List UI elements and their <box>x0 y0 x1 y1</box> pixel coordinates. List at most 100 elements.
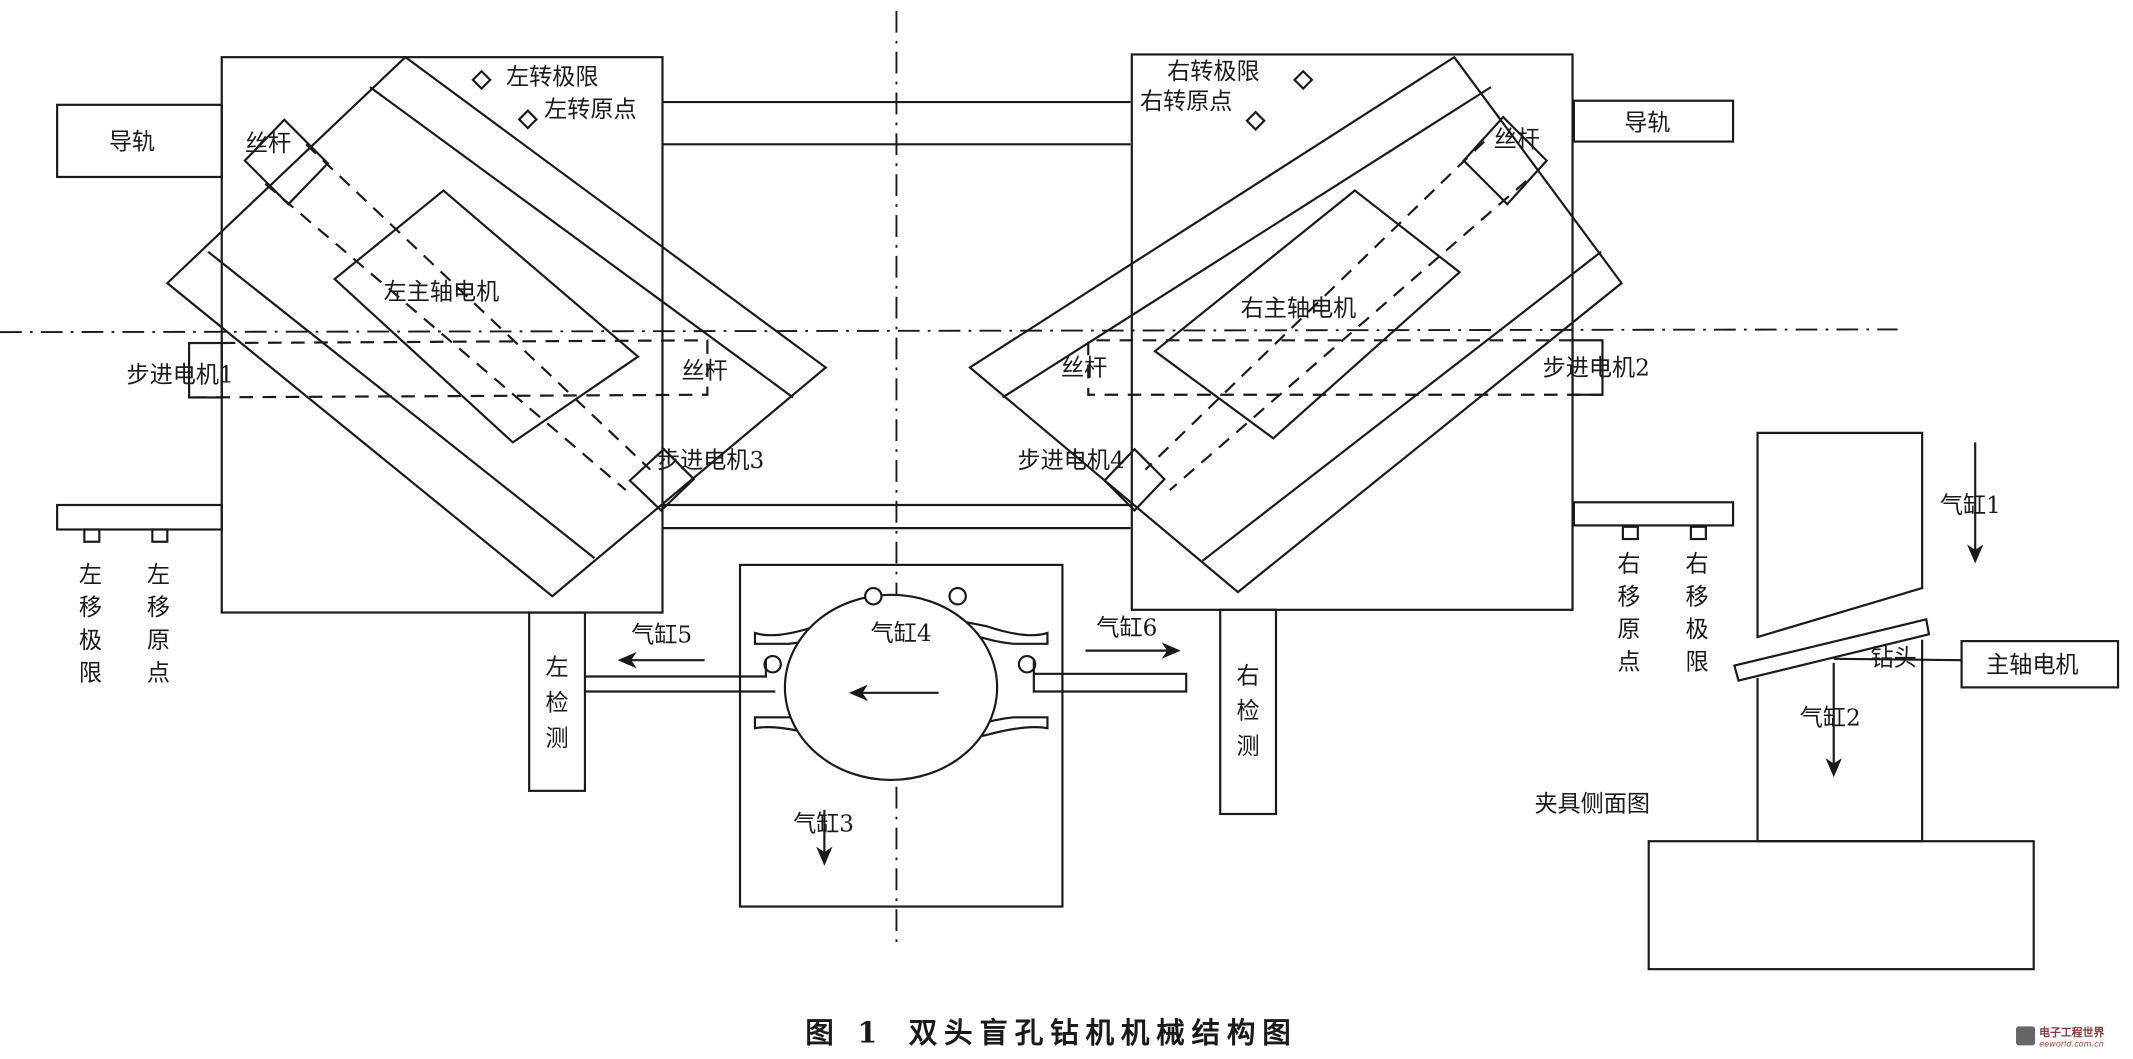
svg-text:检: 检 <box>1237 699 1260 725</box>
right-unit: 导轨 丝杆 右转极限 右转原点 右主轴电机 丝杆 步进电机2 步进电机4 右 移… <box>968 53 1735 816</box>
left-carriage-inner-edge-1 <box>207 250 596 559</box>
right-carriage-inner-edge-1 <box>1001 86 1492 399</box>
right-rotating-carriage <box>968 55 1624 594</box>
left-detector-label: 左 检 测 <box>545 655 568 752</box>
left-move-limit-sensor <box>83 528 101 543</box>
svg-text:移: 移 <box>1617 584 1640 610</box>
svg-text:限: 限 <box>1685 650 1708 676</box>
left-main-frame <box>220 56 664 614</box>
left-lead-screw-top-label: 丝杆 <box>245 131 291 157</box>
left-move-origin-sensor <box>151 528 169 543</box>
right-move-origin-label: 右 移 原 点 <box>1617 552 1640 676</box>
left-stepper-motor-1-axis <box>189 339 709 399</box>
left-stepper-motor-1-label: 步进电机1 <box>127 362 234 388</box>
left-stepper-motor-3-label: 步进电机3 <box>657 448 764 474</box>
left-spindle-motor-box <box>332 189 640 444</box>
cylinder-6-arrow <box>1085 642 1181 659</box>
right-stepper-motor-2-housing <box>1571 339 1604 396</box>
cylinder-1-label: 气缸1 <box>1940 493 2001 519</box>
side-view-title: 夹具侧面图 <box>1534 791 1650 817</box>
right-bottom-rail <box>1572 501 1735 527</box>
cylinder-5-label: 气缸5 <box>631 622 692 648</box>
roller-top-left <box>864 586 883 606</box>
left-rotate-origin-sensor <box>517 109 539 130</box>
right-lead-screw-axis <box>1144 140 1485 471</box>
fixture-frame <box>738 563 1064 908</box>
svg-text:左: 左 <box>147 563 170 589</box>
right-move-limit-sensor <box>1689 525 1707 541</box>
left-rotating-carriage <box>165 55 828 598</box>
cylinder-5-rod-upper <box>584 658 767 678</box>
cylinder-5-arrow <box>617 652 705 669</box>
right-guide-rail-block <box>1572 99 1735 143</box>
horizontal-center-line <box>0 328 1898 334</box>
roller-left <box>763 655 782 674</box>
cylinder-3-label: 气缸3 <box>793 812 854 838</box>
svg-text:移: 移 <box>1685 584 1708 610</box>
right-stepper-motor-2-label: 步进电机2 <box>1543 356 1650 382</box>
left-lead-screw-right-label: 丝杆 <box>682 358 728 384</box>
right-spindle-motor-box <box>1153 189 1462 440</box>
right-carriage-inner-edge-2 <box>1201 250 1602 562</box>
roller-right <box>1017 655 1037 674</box>
left-lead-screw-axis-2 <box>264 182 627 491</box>
spindle-motor-block <box>1960 640 2120 689</box>
svg-text:点: 点 <box>147 661 170 687</box>
svg-text:移: 移 <box>79 595 102 621</box>
right-spindle-motor-label: 右主轴电机 <box>1241 296 1357 322</box>
right-detector-block <box>1219 608 1278 816</box>
left-carriage-inner-edge-2 <box>369 86 794 399</box>
cylinder-4-label: 气缸4 <box>871 621 932 647</box>
right-lead-screw-left-label: 丝杆 <box>1061 356 1107 382</box>
drill-bit-line <box>1833 657 1962 662</box>
fixture-side-view: 气缸1 气缸2 钻头 主轴电机 夹具侧面图 <box>1534 431 2120 971</box>
side-view-base <box>1647 840 2035 971</box>
cylinder-6-rod <box>1032 658 1188 693</box>
drill-bit-label: 钻头 <box>1870 646 1916 672</box>
cylinder-6-label: 气缸6 <box>1096 616 1157 642</box>
figure-title: 双头盲孔钻机机械结构图 <box>909 1016 1298 1050</box>
svg-text:极: 极 <box>79 628 102 654</box>
left-detector-block <box>528 611 587 792</box>
right-guide-rail-label: 导轨 <box>1624 111 1670 137</box>
svg-text:限: 限 <box>79 661 102 687</box>
left-unit: 导轨 丝杆 左转极限 左转原点 左主轴电机 步进电机1 丝杆 步进电机3 左 移… <box>56 55 1131 792</box>
svg-text:测: 测 <box>545 726 568 752</box>
left-stepper-motor-3-block <box>628 447 696 512</box>
svg-text:左: 左 <box>79 563 102 589</box>
svg-text:原: 原 <box>147 628 170 654</box>
right-lead-screw-axis-2 <box>1169 180 1528 491</box>
right-rotate-limit-sensor <box>1293 69 1314 91</box>
cylinder-3-arrow <box>816 809 833 866</box>
left-spindle-motor-label: 左主轴电机 <box>384 279 500 305</box>
left-lead-screw-axis <box>305 143 651 471</box>
right-stepper-motor-2-axis <box>1087 339 1603 396</box>
spindle-motor-label: 主轴电机 <box>1986 652 2078 678</box>
svg-text:移: 移 <box>147 595 170 621</box>
svg-text:右: 右 <box>1685 552 1708 578</box>
svg-text:极: 极 <box>1685 617 1708 643</box>
side-view-upper-clamp <box>1756 431 1924 639</box>
svg-text:原: 原 <box>1617 617 1640 643</box>
watermark-brand: 电子工程世界 <box>2039 1025 2104 1039</box>
cylinder-2-label: 气缸2 <box>1800 706 1861 732</box>
roller-top-right <box>948 586 967 606</box>
right-move-limit-label: 右 移 极 限 <box>1685 552 1708 676</box>
watermark-logo-icon <box>2016 1026 2036 1046</box>
right-rotate-origin-label: 右转原点 <box>1140 89 1232 115</box>
cylinder-2-arrow <box>1825 662 1842 778</box>
left-rotate-limit-sensor <box>471 69 492 91</box>
right-rotate-origin-sensor <box>1245 110 1266 131</box>
svg-text:右: 右 <box>1617 552 1640 578</box>
svg-text:左: 左 <box>545 655 568 681</box>
right-detector-label: 右 检 测 <box>1237 663 1260 760</box>
workpiece-disc <box>783 593 999 782</box>
svg-text:检: 检 <box>545 691 568 717</box>
right-lead-screw-block <box>1462 115 1549 206</box>
right-move-origin-sensor <box>1621 525 1639 541</box>
center-fixture: 气缸4 气缸5 气缸6 气缸3 <box>584 563 1188 908</box>
right-main-frame <box>1130 53 1574 611</box>
right-lead-screw-top-label: 丝杆 <box>1494 127 1540 153</box>
